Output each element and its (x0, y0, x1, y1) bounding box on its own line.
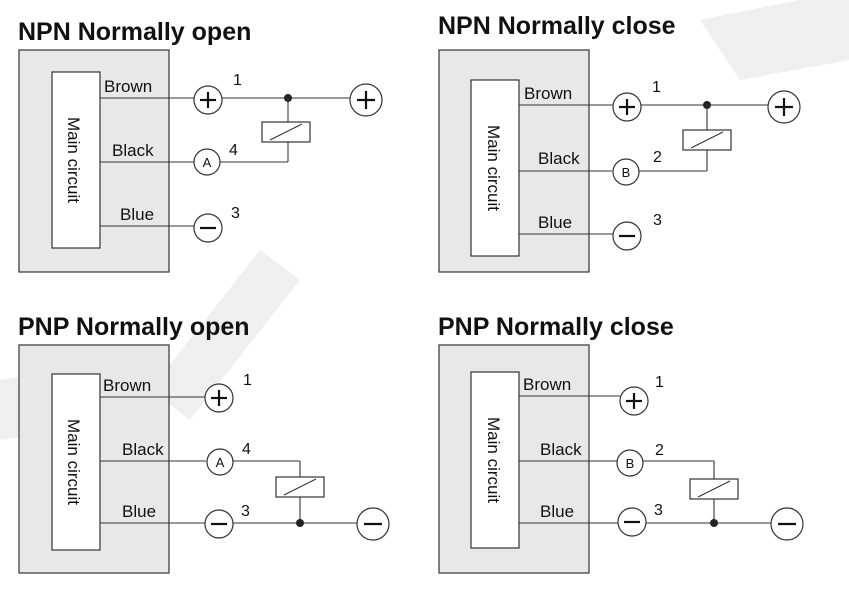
wire-label-black: Black (538, 149, 580, 168)
wire-label-brown: Brown (103, 376, 151, 395)
pin-number: 4 (229, 142, 238, 159)
pin-number: 2 (653, 149, 662, 166)
pin-number: 1 (652, 79, 661, 96)
diagram-npn-normally-close: NPN Normally close Main circuit Brown Bl… (438, 12, 801, 273)
pin-number: 1 (233, 72, 242, 89)
terminal-letter: B (626, 456, 635, 471)
main-circuit-label: Main circuit (64, 117, 83, 203)
pin-number: 1 (655, 374, 664, 391)
terminal-b (616, 449, 644, 477)
pin-number: 3 (241, 503, 250, 520)
diagram-pnp-normally-close: PNP Normally close Main circuit Brown Bl… (438, 313, 804, 574)
diagram-title: PNP Normally close (438, 313, 674, 341)
pin-number: 1 (243, 372, 252, 389)
main-circuit-label: Main circuit (484, 125, 503, 211)
pin-number: 3 (654, 502, 663, 519)
junction-dot (296, 519, 304, 527)
wire-label-black: Black (122, 440, 164, 459)
diagram-title: NPN Normally open (18, 18, 251, 46)
diagram-title: NPN Normally close (438, 12, 676, 40)
main-circuit-box (470, 371, 520, 549)
main-circuit-label: Main circuit (64, 419, 83, 505)
wire-label-black: Black (112, 141, 154, 160)
wire-label-blue: Blue (540, 502, 574, 521)
terminal-letter: B (622, 165, 631, 180)
terminal-letter: A (216, 455, 225, 470)
diagram-title: PNP Normally open (18, 313, 250, 341)
wire-label-brown: Brown (104, 77, 152, 96)
main-circuit-box (470, 79, 520, 257)
wire-label-black: Black (540, 440, 582, 459)
diagram-npn-normally-open: NPN Normally open Main circuit Brown Bla… (18, 18, 383, 273)
diagram-pnp-normally-open: PNP Normally open Main circuit Brown Bla… (18, 313, 390, 574)
wire-label-blue: Blue (120, 205, 154, 224)
wire-label-blue: Blue (538, 213, 572, 232)
pin-number: 4 (242, 441, 251, 458)
wire-label-blue: Blue (122, 502, 156, 521)
pin-number: 3 (231, 205, 240, 222)
terminal-b (612, 158, 640, 186)
wire-label-brown: Brown (523, 375, 571, 394)
wire-label-brown: Brown (524, 84, 572, 103)
main-circuit-box (51, 373, 101, 551)
main-circuit-label: Main circuit (484, 417, 503, 503)
pin-number: 3 (653, 212, 662, 229)
terminal-letter: A (203, 155, 212, 170)
pin-number: 2 (655, 442, 664, 459)
junction-dot (710, 519, 718, 527)
main-circuit-box (51, 71, 101, 249)
terminal-a (206, 448, 234, 476)
